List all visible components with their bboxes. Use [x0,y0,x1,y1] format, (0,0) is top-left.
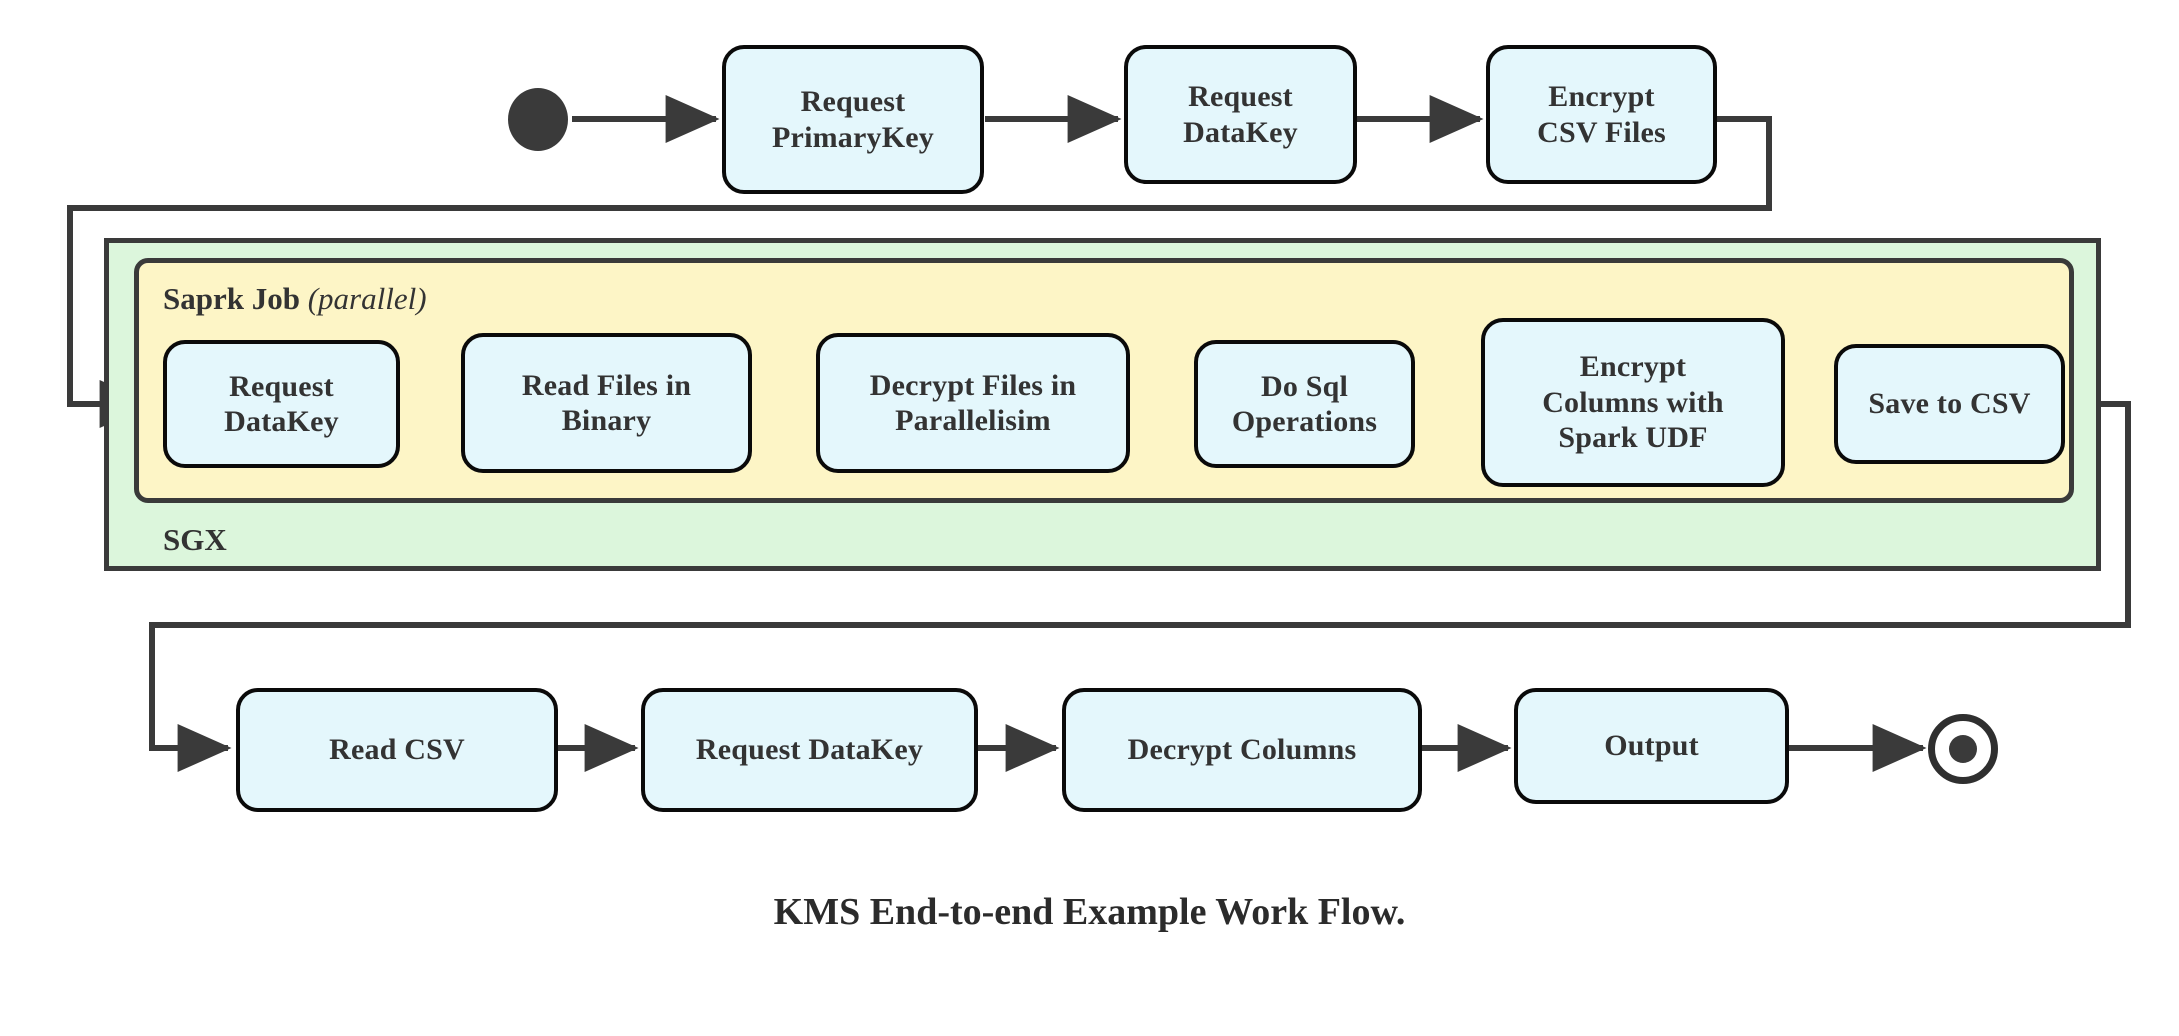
sgx-label: SGX [163,522,227,558]
node-label-line1: Request [229,369,334,403]
node-label-line1: Output [1604,729,1699,763]
node-label-line2: Operations [1231,405,1378,438]
end-node-inner-dot [1949,735,1977,763]
spark-job-label: Saprk Job (parallel) [163,281,427,317]
node-encrypt-columns-with-spark-udf[interactable]: Encrypt Columns with Spark UDF [1481,318,1785,487]
node-request-datakey-top[interactable]: Request DataKey [1124,45,1357,184]
node-label-line2: Binary [561,404,652,437]
node-read-files-in-binary[interactable]: Read Files in Binary [461,333,752,473]
node-label-line2: Columns with [1542,385,1724,419]
node-do-sql-operations[interactable]: Do Sql Operations [1194,340,1415,468]
node-label-line2: Parallelisim [895,404,1051,437]
node-save-to-csv[interactable]: Save to CSV [1834,344,2065,464]
node-label-line2: DataKey [224,405,339,438]
node-encrypt-csv-files[interactable]: Encrypt CSV Files [1486,45,1717,184]
node-read-csv[interactable]: Read CSV [236,688,558,812]
node-label-line2: PrimaryKey [772,120,934,154]
node-label-line1: Save to CSV [1868,387,2031,421]
node-output[interactable]: Output [1514,688,1789,804]
node-label-line1: Request [800,85,906,119]
start-node [508,88,568,151]
node-label-line1: Read CSV [329,733,465,767]
node-decrypt-files-in-parallelisim[interactable]: Decrypt Files in Parallelisim [816,333,1130,473]
node-label-line1: Decrypt Columns [1127,733,1357,767]
node-label-line1: Decrypt Files in [869,368,1077,402]
node-decrypt-columns[interactable]: Decrypt Columns [1062,688,1422,812]
spark-job-label-italic: (parallel) [307,281,427,316]
node-label-line1: Do Sql [1260,369,1349,403]
node-request-datakey-spark[interactable]: Request DataKey [163,340,400,468]
node-label-line2: DataKey [1183,115,1298,149]
node-label-line3: Spark UDF [1558,421,1708,455]
node-label-line1: Encrypt [1548,80,1655,114]
node-label-line1: Encrypt [1579,350,1687,384]
end-node [1928,714,1998,784]
node-label-line2: CSV Files [1537,115,1666,149]
sgx-label-text: SGX [163,522,227,557]
spark-job-label-bold: Saprk Job [163,281,300,316]
connector-encrypt-csv-files-to-request-datakey-spark [67,116,1772,428]
node-label-line1: Request [1188,80,1293,114]
diagram-caption: KMS End-to-end Example Work Flow. [773,891,1406,933]
node-request-datakey-bottom[interactable]: Request DataKey [641,688,978,812]
node-label-line1: Read Files in [521,368,692,402]
connector-save-to-csv-to-read-csv [149,401,2131,772]
node-request-primarykey[interactable]: Request PrimaryKey [722,45,984,194]
node-label-line1: Request DataKey [695,733,924,767]
